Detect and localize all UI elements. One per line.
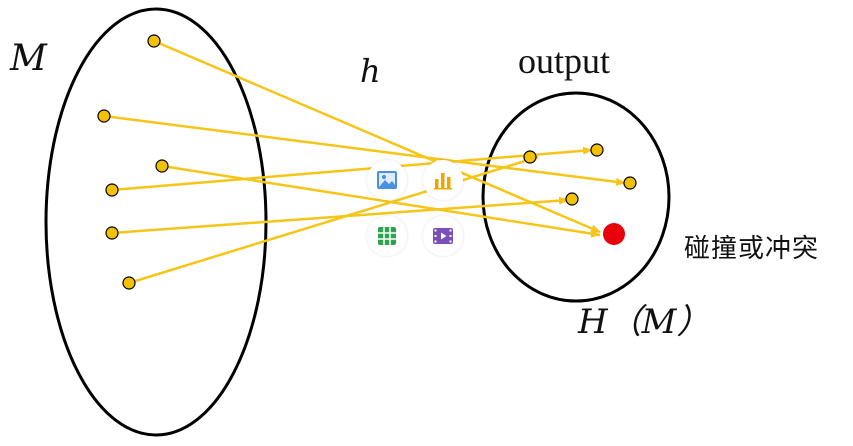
bar-chart-icon xyxy=(434,173,452,190)
domain-set-label: M xyxy=(10,38,47,79)
domain-point xyxy=(147,34,161,48)
collision-point xyxy=(603,223,625,245)
domain-point xyxy=(105,183,119,197)
mapping-arrow xyxy=(103,114,626,186)
mapping-arrow xyxy=(161,164,601,238)
domain-point xyxy=(97,109,111,123)
mapping-arrow xyxy=(111,196,569,235)
range-set-label: H（M） xyxy=(578,302,711,342)
output-point xyxy=(523,150,537,164)
table-icon xyxy=(378,227,396,245)
range-set-ellipse xyxy=(481,91,671,303)
output-points xyxy=(523,143,637,206)
insert-table-button[interactable] xyxy=(367,216,407,256)
output-point xyxy=(623,176,637,190)
mapping-arrow xyxy=(153,39,601,234)
output-point xyxy=(590,143,604,157)
domain-point xyxy=(105,226,119,240)
domain-point xyxy=(155,159,169,173)
output-point xyxy=(565,192,579,206)
mapping-arrow xyxy=(111,146,593,192)
domain-points xyxy=(97,34,169,290)
video-icon xyxy=(433,228,453,244)
collision-label: 碰撞或冲突 xyxy=(684,234,820,264)
insert-image-button[interactable] xyxy=(367,160,407,200)
domain-point xyxy=(122,276,136,290)
mapping-arrow xyxy=(128,155,539,285)
function-label: h xyxy=(360,52,381,90)
insert-chart-button[interactable] xyxy=(423,160,463,200)
image-icon xyxy=(377,171,397,189)
domain-set-ellipse xyxy=(44,7,268,437)
mapping-arrows xyxy=(103,39,626,285)
insert-video-button[interactable] xyxy=(423,216,463,256)
output-label: output xyxy=(518,41,611,81)
